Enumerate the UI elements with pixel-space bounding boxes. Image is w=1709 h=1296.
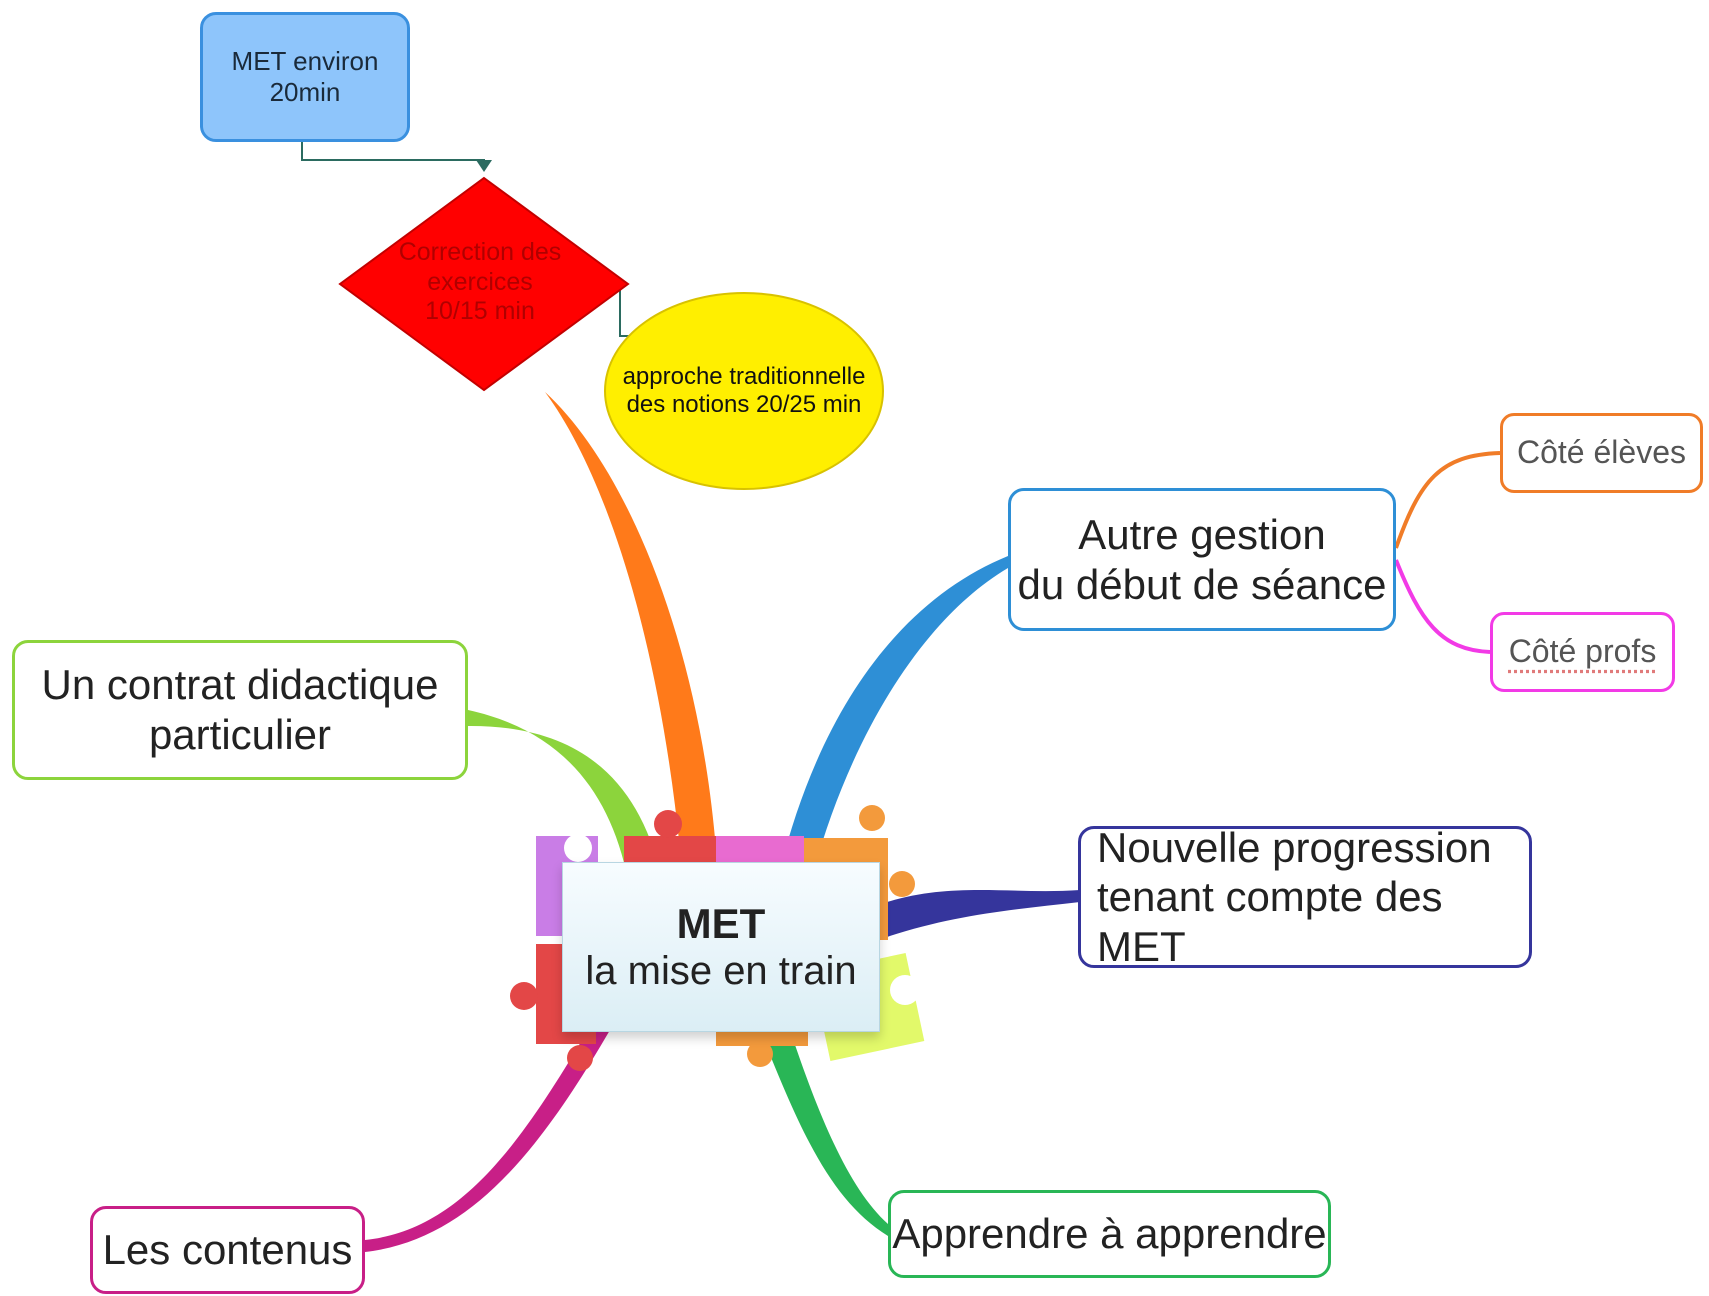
sub-node-cote-profs[interactable]: Côté profs [1490, 612, 1675, 692]
branch-ribbon-apprendre [760, 1030, 888, 1236]
puzzle-piece-red-top [624, 836, 716, 866]
sub-branch-profs [1394, 559, 1491, 654]
contrat-line-2: particulier [148, 711, 332, 758]
branch-ribbon-orange [545, 392, 716, 850]
central-topic-title: MET [676, 899, 766, 947]
branch-node-autre-gestion[interactable]: Autre gestion du début de séance [1008, 488, 1396, 631]
sub-branch-eleves [1394, 451, 1501, 549]
flow-arrowhead [476, 160, 492, 172]
branch-ribbon-autre [780, 556, 1008, 870]
branch-node-contrat-didactique[interactable]: Un contrat didactique particulier [12, 640, 468, 780]
puzzle-knob-lime [890, 975, 920, 1005]
branch-node-apprendre[interactable]: Apprendre à apprendre [888, 1190, 1331, 1278]
autre-line-2: du début de séance [1017, 560, 1387, 608]
met-duration-label: MET environ 20min [231, 46, 379, 107]
puzzle-knob-orange-right [889, 871, 915, 897]
puzzle-knob-orange-bottom [747, 1041, 773, 1067]
eleves-label: Côté élèves [1517, 434, 1686, 471]
central-topic[interactable]: MET la mise en train [562, 862, 880, 1032]
correction-line-3: 10/15 min [425, 297, 535, 326]
met-duration-box[interactable]: MET environ 20min [200, 12, 410, 142]
puzzle-knob-orange [859, 805, 885, 831]
nouvelle-line-1: Nouvelle progression [1097, 823, 1492, 871]
flow-connector-start-decision [301, 142, 485, 170]
contrat-line-1: Un contrat didactique [41, 661, 439, 709]
correction-label: Correction des exercices 10/15 min [330, 175, 630, 390]
autre-line-1: Autre gestion [1078, 510, 1326, 558]
decision-diamond [338, 176, 630, 392]
branch-ribbon-nouvelle [878, 890, 1080, 940]
approche-line-2: des notions 20/25 min [626, 391, 862, 418]
branch-node-nouvelle-progression[interactable]: Nouvelle progression tenant compte des M… [1078, 823, 1532, 970]
nouvelle-line-2: tenant compte des MET [1097, 873, 1443, 970]
puzzle-piece-pink [716, 836, 804, 866]
correction-line-1: Correction des [398, 238, 562, 267]
sub-node-cote-eleves[interactable]: Côté élèves [1500, 413, 1703, 493]
approche-line-1: approche traditionnelle [622, 362, 866, 390]
correction-decision-node[interactable]: Correction des exercices 10/15 min [330, 175, 630, 390]
contenus-label: Les contenus [102, 1226, 353, 1274]
puzzle-knob-red-top [654, 810, 682, 838]
puzzle-knob-purple [564, 834, 592, 862]
puzzle-knob-red-left [510, 982, 538, 1010]
correction-line-2: exercices [427, 267, 533, 296]
branch-node-contenus[interactable]: Les contenus [90, 1206, 365, 1294]
approche-ellipse[interactable]: approche traditionnelle des notions 20/2… [604, 292, 884, 490]
central-topic-subtitle: la mise en train [585, 949, 857, 994]
profs-label: Côté profs [1508, 633, 1657, 670]
apprendre-label: Apprendre à apprendre [892, 1210, 1327, 1258]
puzzle-knob-red-bottom [567, 1045, 593, 1071]
